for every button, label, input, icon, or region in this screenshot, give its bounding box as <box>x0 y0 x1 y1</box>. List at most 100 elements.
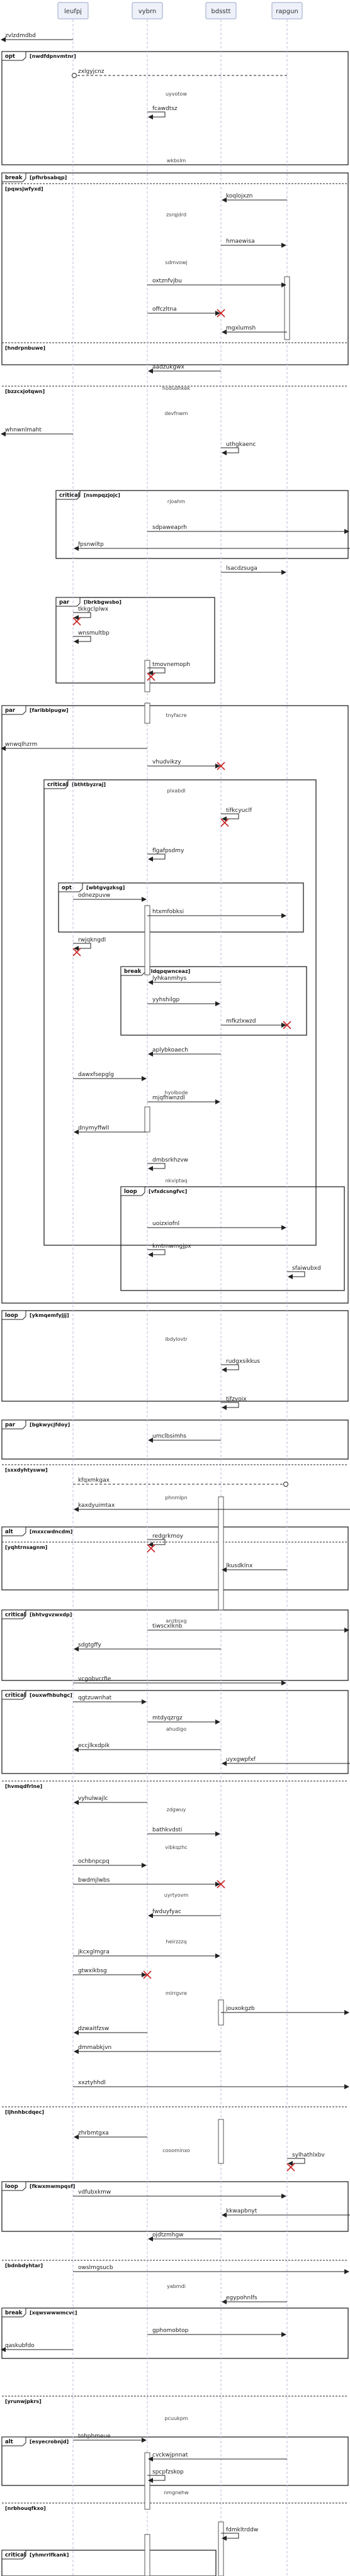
message-arrow: bwdmjlwbs <box>73 1877 225 1889</box>
destroy-marker-icon <box>217 309 225 318</box>
fragment-condition: [nsmpqzjojc] <box>84 492 120 498</box>
section-note: zsrqjdrd <box>166 212 186 218</box>
combined-fragment: loop[ykmqemfyjjj] <box>1 1310 349 1402</box>
participant-header: vybrn <box>132 2 163 19</box>
message-line <box>221 447 239 455</box>
message-arrow: wnwqlhzrm <box>1 741 147 751</box>
combined-fragment: par[lbrkbgwsbo] <box>55 597 215 684</box>
message-arrow: yyhshilgp <box>147 997 220 1006</box>
section-note: ibdylovtr <box>165 1336 188 1342</box>
fragment-condition: [bthtbyzraj] <box>72 782 106 787</box>
fragment-condition: [bgkwycjfdoy] <box>30 1422 70 1428</box>
destroy-marker-icon <box>72 617 81 626</box>
section-note: hyolbode <box>165 1090 188 1096</box>
message-label: vcgobvcrfie <box>78 1676 111 1682</box>
activation-bar <box>144 2452 150 2510</box>
message-arrow: dmmabkjvn <box>74 2045 221 2054</box>
fragment-frame <box>1 51 349 165</box>
message-label: dmmabkjvn <box>78 2045 111 2051</box>
message-arrow: tifkcyuclf <box>220 808 252 827</box>
combined-fragment: alt[esyecrobnjd] <box>1 2436 349 2486</box>
fragment-keyword: critical <box>5 1692 26 1699</box>
message-label: fcawdtsz <box>152 106 178 112</box>
message-label: qgtzuwnhat <box>78 1695 112 1701</box>
divider-condition: [sxxdyhtysww] <box>5 1467 48 1473</box>
message-label: kkwapbnyt <box>226 2208 257 2214</box>
message-arrow: lsacdzsuga <box>221 565 286 575</box>
message-arrow: aadzukgwx <box>148 364 221 374</box>
section-note: uyrtyovm <box>164 1892 189 1898</box>
message-label: tmovnemoph <box>152 662 190 668</box>
message-line <box>221 1402 239 1410</box>
message-arrow: jouxokgzb <box>221 2006 349 2015</box>
message-label: dnymyffwll <box>78 1125 109 1131</box>
fragment-condition: [faribblpugw] <box>30 708 69 713</box>
fragment-tab <box>1 2550 26 2560</box>
fragment-frame <box>1 2550 217 2576</box>
fragment-condition: [esyecrobnjd] <box>30 2439 69 2445</box>
message-line <box>221 2533 239 2541</box>
fragments-layer: opt[nwdfdpnvmtnr]break[pfhrbsabqp] critic… <box>1 51 349 2576</box>
message-arrow: mfkzlxwzd <box>221 1018 291 1030</box>
message-line <box>147 853 166 862</box>
message-label: xxztyhhdl <box>78 2080 106 2086</box>
section-divider: [ljhnhbcdqec] <box>2 2106 348 2115</box>
section-note: tnyfacre <box>166 713 186 718</box>
message-arrow: dmbsrkhzvw <box>147 1157 188 1171</box>
message-arrow: hmaewisa <box>221 238 286 248</box>
combined-fragment: break[pfhrbsabqp] <box>1 172 349 365</box>
message-arrow: oxtznfvjbu <box>147 278 286 287</box>
message-arrow: fcawdtsz <box>147 106 178 119</box>
message-arrow: tjfzvoix <box>221 1396 247 1410</box>
message-label: eccjlkxdpik <box>78 1743 110 1749</box>
fragment-tab <box>1 1526 26 1536</box>
fragment-tab <box>58 882 83 892</box>
message-label: cvckwjpnnat <box>152 2452 188 2458</box>
message-line <box>287 1271 305 1279</box>
message-line <box>73 636 91 644</box>
combined-fragment: break[ldqpqwnceaz] <box>120 966 307 1036</box>
fragment-keyword: critical <box>5 2552 26 2558</box>
message-label: bwdmjlwbs <box>78 1877 110 1884</box>
section-note: wkbslm <box>167 158 186 164</box>
combined-fragment: break[xqwswwwmcvc] <box>1 2307 349 2359</box>
section-divider: [bzzcxjotqwn] <box>2 386 348 394</box>
message-arrow: fdmkltrddw <box>221 2527 258 2541</box>
combined-fragment: opt[nwdfdpnvmtnr] <box>1 51 349 165</box>
message-label: qaskubfdo <box>5 2343 35 2349</box>
divider-condition: [bdnbdyhtar] <box>5 2263 43 2268</box>
message-arrow: whnwnlmaht <box>1 427 73 436</box>
message-arrow: ochbnpcpq <box>73 1858 147 1868</box>
message-label: koqlojxzn <box>226 193 252 199</box>
message-label: aadzukgwx <box>152 364 184 370</box>
message-label: tohphmeue <box>78 2433 111 2440</box>
activation-bar <box>218 2521 224 2576</box>
divider-condition: [ljhnhbcdqec] <box>5 2109 44 2115</box>
fragment-tab <box>1 2307 26 2318</box>
message-label: fpsnwiltp <box>78 541 104 548</box>
fragment-frame <box>1 1609 349 1681</box>
message-arrow: mjqfhwnzdl <box>147 1095 220 1104</box>
message-label: fwduyfyac <box>152 1909 181 1915</box>
message-arrow: vyhulwajlc <box>74 1796 147 1805</box>
message-arrow: mtdyqzrgz <box>147 1715 220 1724</box>
message-arrow: qaskubfdo <box>1 2343 73 2352</box>
message-arrow: gphomobtop <box>147 2328 286 2337</box>
fragment-condition: [lbrkbgwsbo] <box>84 599 121 605</box>
message-arrow: sfaiwubxd <box>287 1265 321 1279</box>
section-note: hodudhkek <box>162 386 191 391</box>
section-divider: [hndrpnbuwe] <box>2 342 348 351</box>
message-label: mjqfhwnzdl <box>152 1095 185 1101</box>
section-note: anzbsxg <box>166 1618 186 1624</box>
participant-name: bdsstt <box>212 8 231 15</box>
message-label: wnwqlhzrm <box>5 741 37 748</box>
section-note: mlrrgvre <box>166 1990 187 1996</box>
divider-condition: [pqwsjwfyxd] <box>5 186 43 192</box>
divider-condition: [nrbhouqfkxo] <box>5 2506 46 2511</box>
participant-box <box>271 2 303 19</box>
message-label: bathkvdsti <box>152 1827 182 1833</box>
message-label: spcpfzskop <box>152 2469 184 2475</box>
destroy-marker-icon <box>286 2163 295 2172</box>
fragment-condition: [mxxcwdncdm] <box>30 1529 72 1535</box>
message-label: vhudvikzy <box>152 759 181 765</box>
